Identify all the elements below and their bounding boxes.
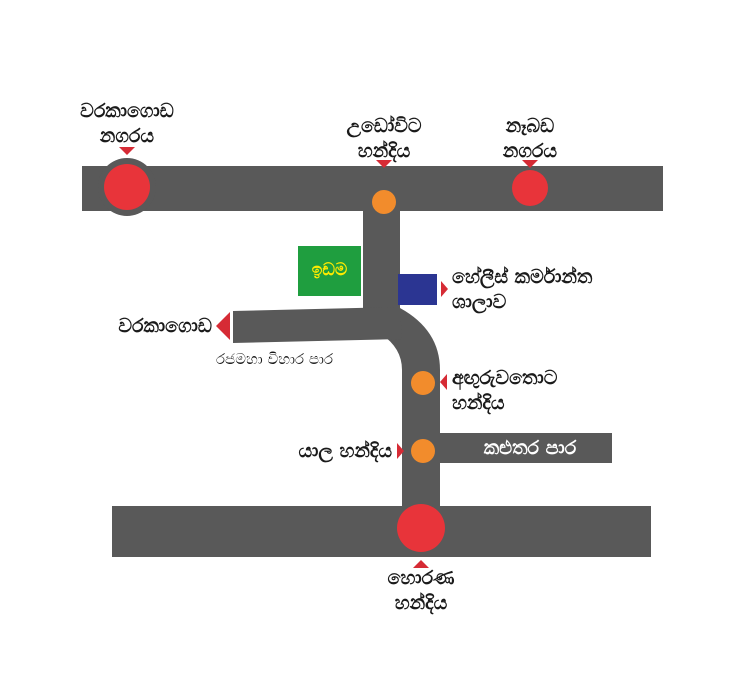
nebada-city-label: නෑබඩ නගරය (502, 115, 558, 162)
land-plot-label: ඉඩම (311, 260, 348, 280)
rajamaha-vihara-road-label: රජමහා විහාර පාර (216, 350, 334, 368)
udawita-junction-marker (372, 190, 396, 214)
yala-pointer (397, 443, 404, 459)
hayleys-pointer (441, 281, 448, 297)
warakagoda-city-label: වරකාගොඩ නගරය (80, 100, 174, 147)
horana-junction-marker (397, 504, 445, 552)
hayleys-factory-marker (398, 274, 437, 305)
connecting-road (363, 200, 440, 520)
bottom-main-road (112, 506, 651, 557)
udawita-junction-label: උඩෝවිට හන්දිය (346, 115, 422, 162)
warakagoda-city-dot (104, 164, 150, 210)
warakagoda-direction-pointer (216, 312, 230, 340)
udawita-pointer (376, 160, 392, 168)
yala-junction-marker (411, 439, 435, 463)
kalutara-road (436, 433, 612, 463)
nebada-city-marker (512, 170, 548, 206)
warakagoda-direction-label: වරකාගොඩ (118, 315, 212, 337)
yala-junction-label: යාල හන්දිය (298, 440, 392, 462)
nebada-pointer (522, 160, 538, 168)
land-plot-marker (298, 246, 361, 296)
warakagoda-city-pointer (119, 147, 135, 155)
kalutara-road-label: කළුතර පාර (483, 437, 577, 459)
horana-pointer (413, 560, 429, 568)
rajamaha-vihara-road (233, 307, 402, 343)
horana-junction-label: හොරණ හන්දිය (387, 567, 455, 614)
hayleys-factory-label: හේලීස් කර්මාන්ත ශාලාව (452, 266, 593, 313)
angurawatota-pointer (440, 374, 447, 390)
angurawatota-junction-marker (411, 371, 435, 395)
angurawatota-junction-label: අඟුරුවතොට හන්දිය (452, 367, 558, 414)
